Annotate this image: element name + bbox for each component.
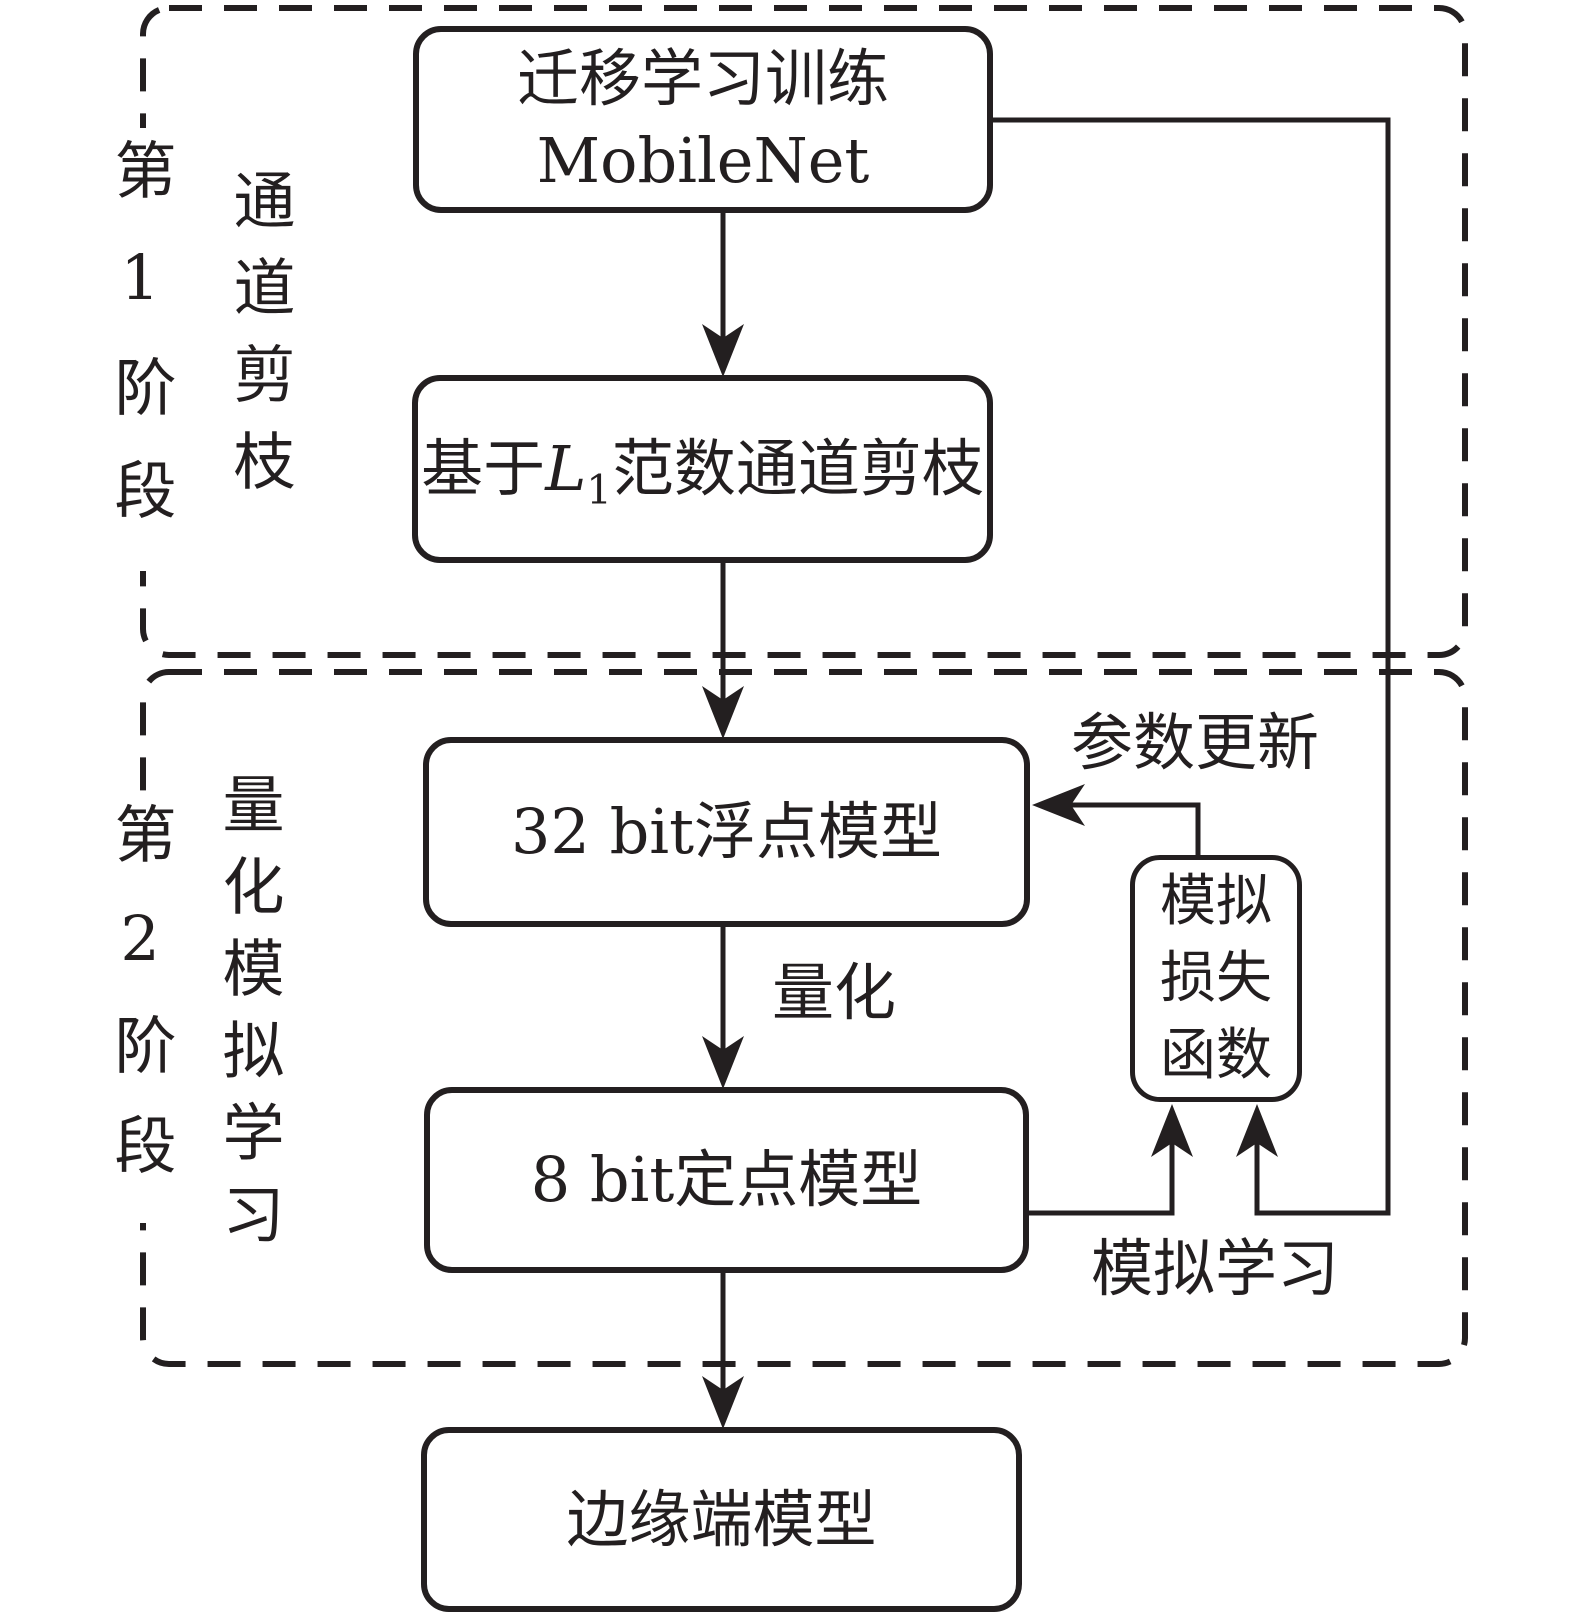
node-transfer-learning-line1: 迁移学习训练 bbox=[516, 41, 889, 115]
arrowhead-fixed-to-edge bbox=[702, 1376, 744, 1429]
node-8bit-fixed-model-label: 8 bit定点模型 bbox=[530, 1143, 923, 1217]
node-8bit-fixed-model: 8 bit定点模型 bbox=[424, 1087, 1029, 1273]
stage1-sublabel: 通道剪枝 bbox=[223, 158, 296, 526]
label-quantize: 量化 bbox=[772, 956, 897, 1029]
loss-line1: 模拟 bbox=[1160, 868, 1272, 934]
feedback-path-train-to-loss bbox=[993, 117, 1391, 1216]
arrowhead-train-to-prune bbox=[702, 324, 744, 377]
prune-prefix: 基于 bbox=[421, 431, 546, 505]
loss-line3: 函数 bbox=[1160, 1023, 1272, 1089]
arrowhead-param-update bbox=[1032, 784, 1085, 826]
stage2-sublabel: 量化模拟学习 bbox=[212, 762, 285, 1274]
stage1-dashed-border bbox=[140, 5, 1468, 658]
node-simulated-loss-function: 模拟 损失 函数 bbox=[1130, 855, 1302, 1102]
arrowhead-into-loss-right bbox=[1236, 1104, 1278, 1157]
prune-variable-L: L bbox=[545, 431, 587, 505]
label-sim-learning: 模拟学习 bbox=[1091, 1232, 1340, 1305]
path-loss-to-float bbox=[1065, 802, 1201, 855]
node-transfer-learning-line2: MobileNet bbox=[536, 123, 870, 197]
stage2-label: 第2阶段 bbox=[104, 792, 177, 1223]
node-l1-channel-pruning: 基于L1范数通道剪枝 bbox=[412, 375, 993, 563]
node-edge-model: 边缘端模型 bbox=[421, 1427, 1022, 1612]
stage2-dashed-border bbox=[140, 669, 1468, 1367]
prune-suffix: 范数通道剪枝 bbox=[611, 431, 984, 505]
path-fixed-to-loss bbox=[1029, 1140, 1175, 1216]
node-edge-model-label: 边缘端模型 bbox=[566, 1482, 877, 1556]
stage1-label: 第1阶段 bbox=[104, 128, 177, 571]
node-transfer-learning-train: 迁移学习训练 MobileNet bbox=[413, 26, 993, 213]
node-l1-channel-pruning-label: 基于L1范数通道剪枝 bbox=[421, 428, 984, 510]
loss-line2: 损失 bbox=[1160, 945, 1272, 1011]
arrowhead-float-to-fixed bbox=[702, 1036, 744, 1089]
label-param-update: 参数更新 bbox=[1071, 706, 1320, 779]
node-32bit-float-model-label: 32 bit浮点模型 bbox=[510, 795, 943, 869]
node-32bit-float-model: 32 bit浮点模型 bbox=[423, 737, 1030, 927]
arrowhead-into-loss-left bbox=[1151, 1104, 1193, 1157]
prune-subscript-1: 1 bbox=[586, 467, 612, 514]
arrowhead-prune-to-float bbox=[702, 686, 744, 739]
